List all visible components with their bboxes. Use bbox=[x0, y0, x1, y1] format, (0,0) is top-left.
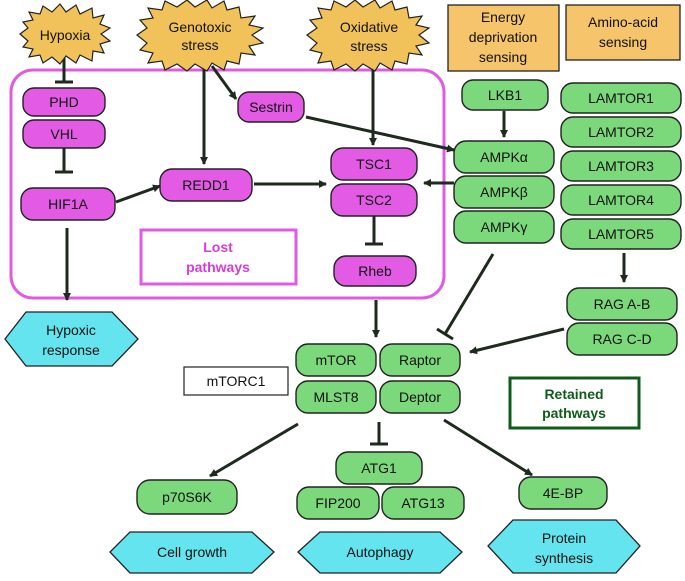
fip200-label: FIP200 bbox=[315, 495, 360, 511]
phd-label: PHD bbox=[49, 94, 79, 110]
ampk-gamma-node bbox=[453, 210, 555, 244]
lamtor1-label: LAMTOR1 bbox=[588, 90, 654, 106]
sestrin-node bbox=[237, 91, 305, 123]
edge-ampk-inhibits-raptor-bar bbox=[436, 327, 454, 341]
ampk-beta-node bbox=[453, 175, 555, 209]
energy-sensing-line2: deprivation bbox=[469, 29, 538, 45]
oxidative-stress-burst bbox=[305, 0, 431, 72]
hif1a-label: HIF1A bbox=[48, 196, 88, 212]
hypoxic-response-line1: Hypoxic bbox=[46, 322, 96, 338]
ampk-alpha-node bbox=[453, 140, 555, 174]
lamtor2-node bbox=[560, 116, 682, 148]
genotoxic-label-line2: stress bbox=[181, 37, 218, 53]
tsc2-node bbox=[330, 183, 418, 217]
edge-rag-to-raptor bbox=[469, 327, 565, 355]
lamtor5-label: LAMTOR5 bbox=[588, 226, 654, 242]
protein-synthesis-line1: Protein bbox=[542, 530, 586, 546]
redd1-label: REDD1 bbox=[182, 177, 230, 193]
rag-ab-label: RAG A-B bbox=[594, 296, 651, 312]
hypoxic-response-line2: response bbox=[42, 342, 100, 358]
p70s6k-node bbox=[136, 479, 238, 515]
ampk-alpha-label: AMPKα bbox=[480, 149, 528, 165]
deptor-label: Deptor bbox=[399, 389, 441, 405]
edge-mtorc1-to-p70s6k bbox=[209, 422, 299, 478]
lamtor4-node bbox=[560, 184, 682, 216]
raptor-node bbox=[379, 343, 461, 377]
rag-ab-node bbox=[566, 287, 678, 321]
rheb-node bbox=[333, 255, 417, 287]
lamtor1-node bbox=[560, 82, 682, 114]
energy-sensing-box bbox=[447, 4, 560, 72]
lamtor2-label: LAMTOR2 bbox=[588, 124, 654, 140]
retained-pathways-label-line1: Retained bbox=[544, 386, 603, 402]
autophagy-hex bbox=[297, 531, 463, 574]
raptor-label: Raptor bbox=[399, 352, 441, 368]
mlst8-label: MLST8 bbox=[313, 389, 358, 405]
vhl-node bbox=[22, 119, 106, 149]
lkb1-label: LKB1 bbox=[488, 87, 522, 103]
mtorc1-label-box bbox=[183, 366, 289, 396]
hif1a-node bbox=[20, 187, 116, 221]
amino-acid-sensing-line1: Amino-acid bbox=[588, 14, 658, 30]
edge-mtorc1-to-4ebp bbox=[443, 418, 533, 477]
genotoxic-label-line1: Genotoxic bbox=[168, 19, 231, 35]
atg13-node bbox=[381, 486, 465, 520]
mtorc1-label: mTORC1 bbox=[207, 373, 266, 389]
retained-pathways-label-line2: pathways bbox=[542, 405, 606, 421]
hypoxic-response-hex bbox=[4, 311, 139, 367]
vhl-label: VHL bbox=[50, 126, 77, 142]
edge-sestrin-to-ampk bbox=[305, 115, 455, 153]
lamtor3-node bbox=[560, 150, 682, 182]
rheb-label: Rheb bbox=[358, 263, 392, 279]
energy-sensing-line1: Energy bbox=[481, 9, 525, 25]
hypoxia-stress-burst bbox=[19, 3, 112, 65]
amino-acid-sensing-line2: sensing bbox=[599, 34, 647, 50]
mtor-node bbox=[295, 343, 377, 377]
rag-cd-node bbox=[566, 322, 678, 356]
autophagy-label: Autophagy bbox=[347, 544, 414, 560]
oxidative-label-line1: Oxidative bbox=[340, 19, 399, 35]
retained-pathways-box bbox=[508, 376, 641, 430]
protein-synthesis-hex bbox=[487, 519, 641, 574]
lamtor5-node bbox=[560, 218, 682, 250]
ampk-gamma-label: AMPKγ bbox=[481, 219, 528, 235]
lamtor4-label: LAMTOR4 bbox=[588, 192, 654, 208]
ampk-beta-label: AMPKβ bbox=[480, 184, 528, 200]
amino-acid-sensing-box bbox=[565, 4, 681, 61]
lamtor3-label: LAMTOR3 bbox=[588, 158, 654, 174]
energy-sensing-line3: sensing bbox=[479, 49, 527, 65]
redd1-node bbox=[159, 168, 253, 202]
4ebp-label: 4E-BP bbox=[543, 485, 583, 501]
protein-synthesis-line2: synthesis bbox=[535, 550, 593, 566]
fip200-node bbox=[296, 486, 380, 520]
p70s6k-label: p70S6K bbox=[162, 489, 212, 505]
lost-pathways-box bbox=[139, 228, 298, 286]
rag-cd-label: RAG C-D bbox=[592, 331, 651, 347]
edge-hif1a-to-redd1 bbox=[115, 184, 161, 204]
mlst8-node bbox=[295, 380, 377, 414]
deptor-node bbox=[379, 380, 461, 414]
lost-pathways-label-line1: Lost bbox=[203, 239, 233, 255]
4ebp-node bbox=[518, 476, 608, 510]
edge-ampk-inhibits-raptor bbox=[443, 253, 495, 335]
sestrin-label: Sestrin bbox=[249, 99, 293, 115]
genotoxic-stress-burst bbox=[135, 0, 265, 72]
atg13-label: ATG13 bbox=[401, 495, 445, 511]
tsc2-label: TSC2 bbox=[356, 192, 392, 208]
lkb1-node bbox=[461, 79, 549, 111]
phd-node bbox=[22, 87, 106, 117]
tsc1-label: TSC1 bbox=[356, 156, 392, 172]
cell-growth-label: Cell growth bbox=[157, 544, 227, 560]
hypoxia-label: Hypoxia bbox=[40, 27, 91, 43]
oxidative-label-line2: stress bbox=[350, 38, 387, 54]
atg1-node bbox=[335, 451, 423, 485]
lost-pathways-label-line2: pathways bbox=[186, 259, 250, 275]
mtor-label: mTOR bbox=[316, 352, 357, 368]
cell-growth-hex bbox=[109, 531, 275, 574]
edge-genotoxic-to-sestrin bbox=[210, 65, 238, 100]
tsc1-node bbox=[330, 147, 418, 181]
atg1-label: ATG1 bbox=[361, 460, 397, 476]
